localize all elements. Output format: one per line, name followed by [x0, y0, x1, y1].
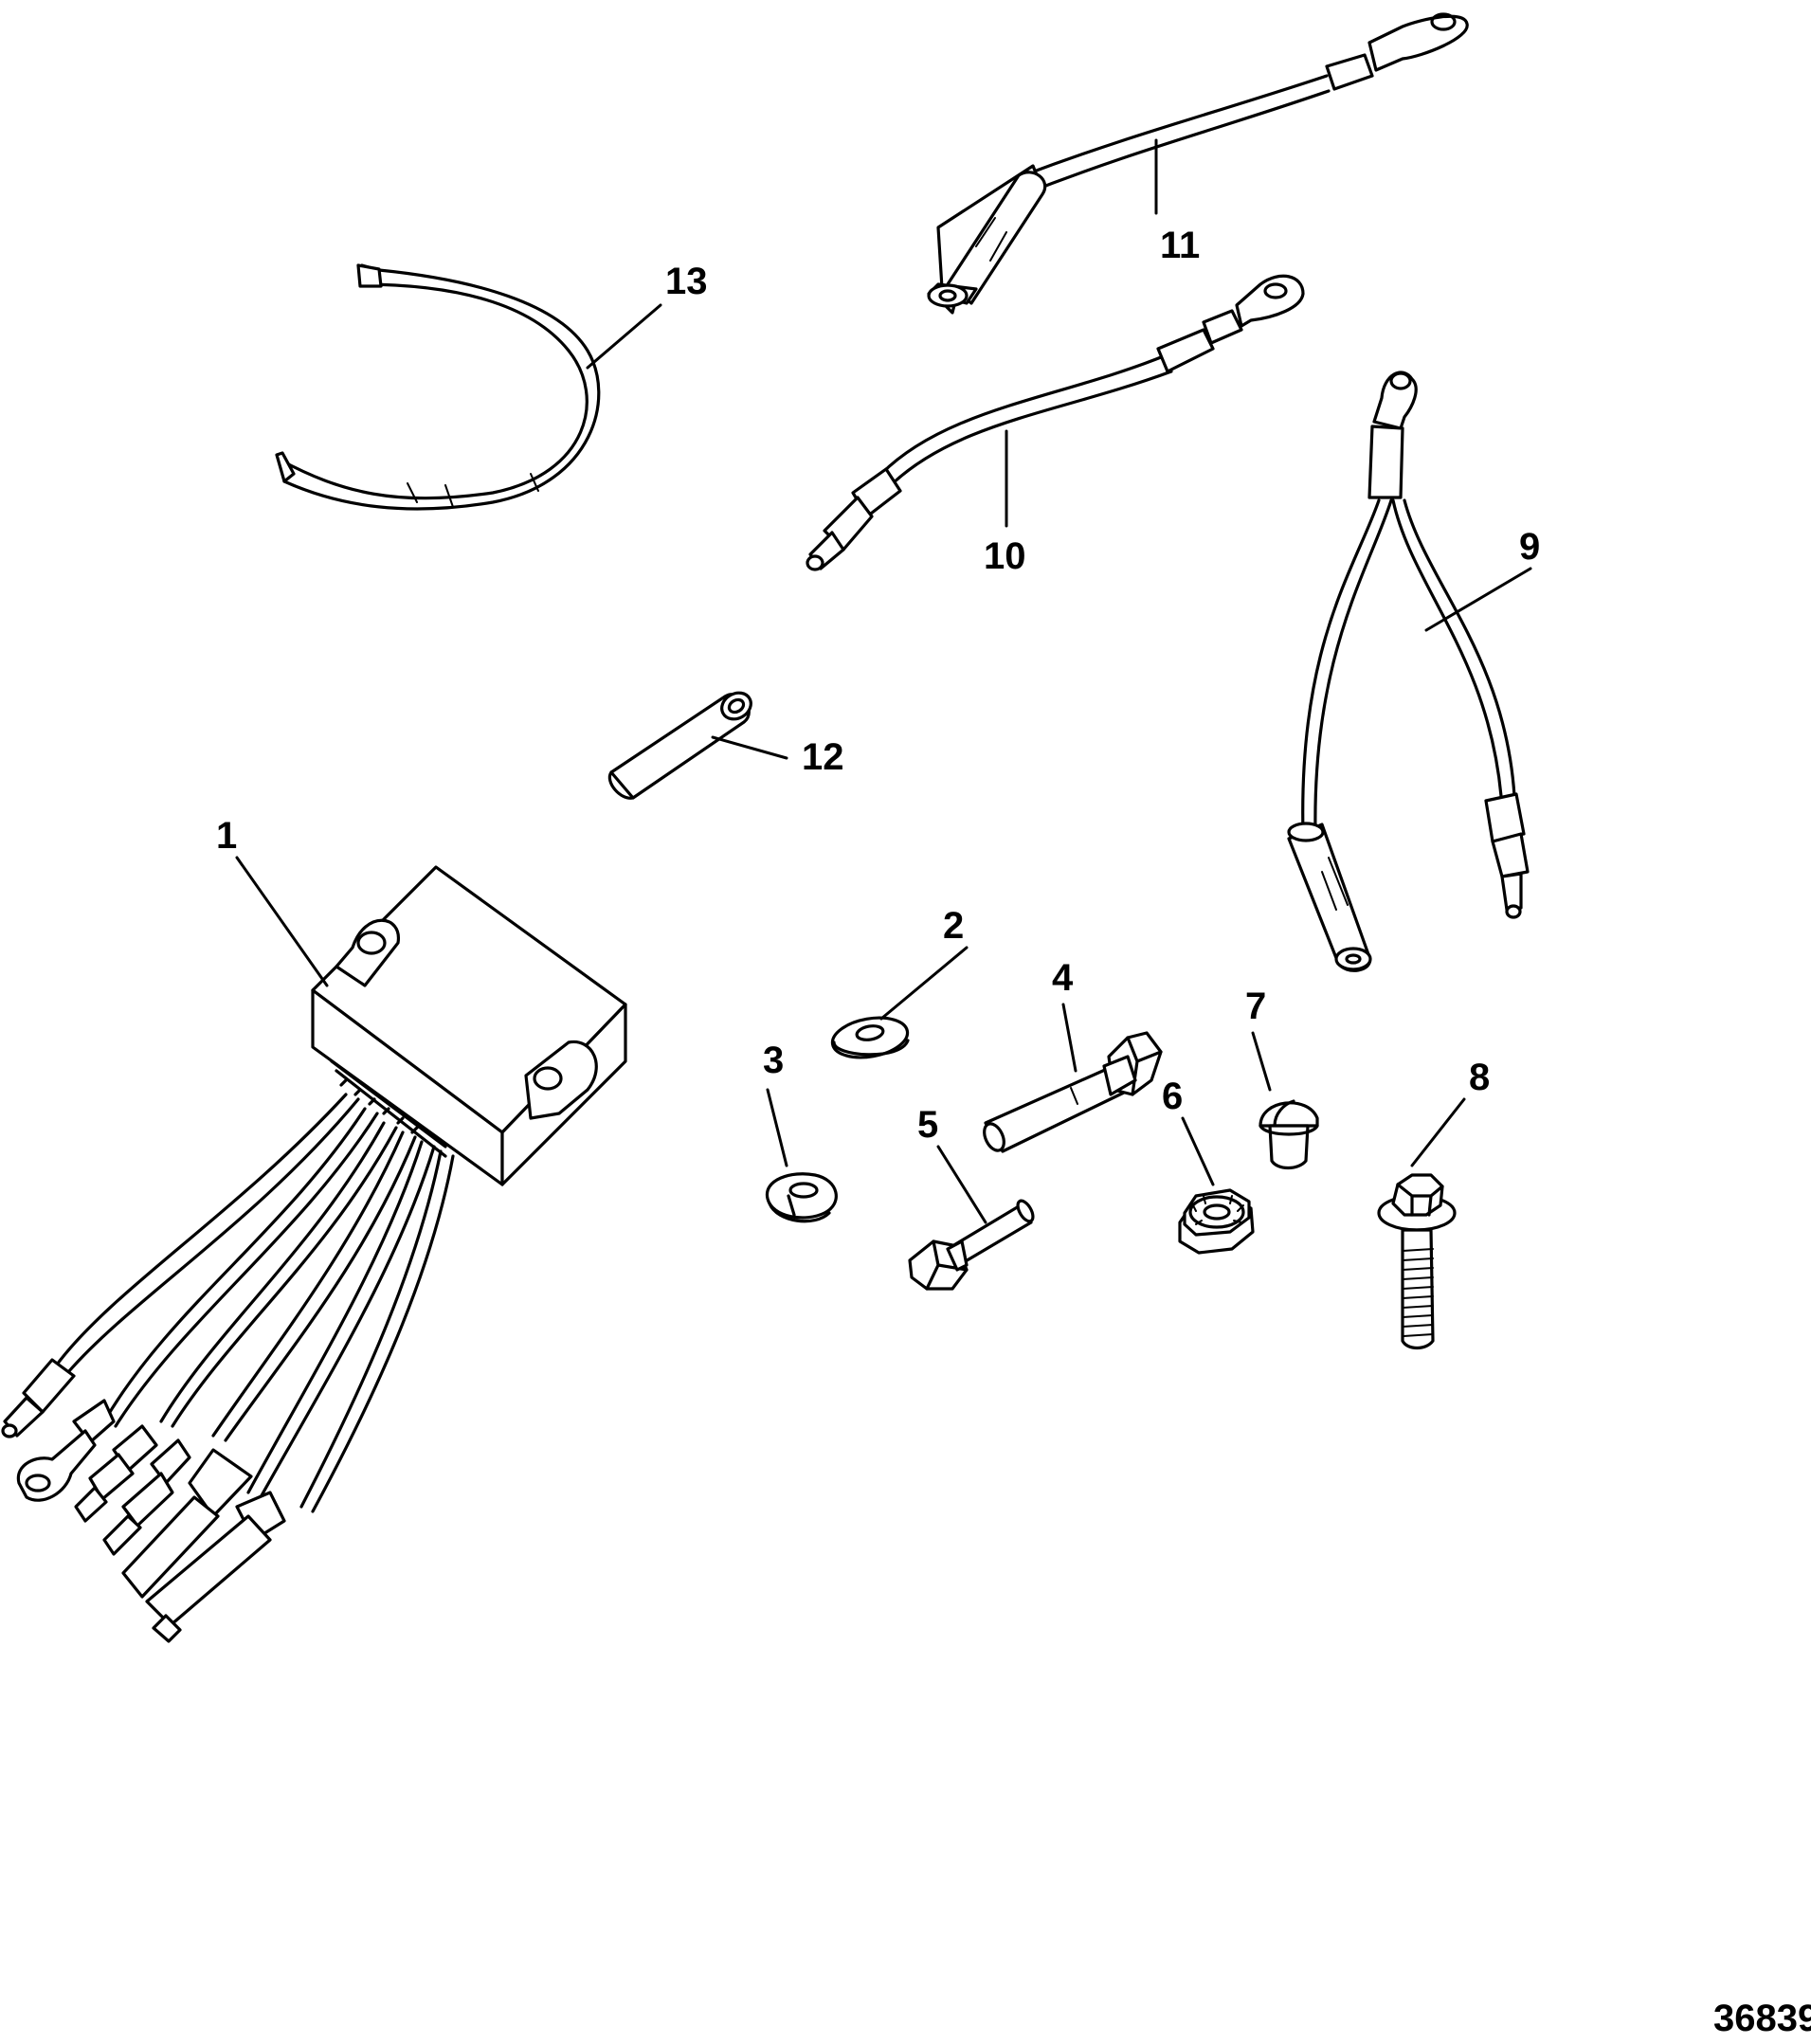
callout-10: 10 — [984, 535, 1026, 577]
part-9-harness — [1287, 371, 1530, 972]
callout-8: 8 — [1469, 1057, 1490, 1098]
part-7-rivet — [1259, 1099, 1319, 1170]
leader-8 — [1410, 1097, 1466, 1167]
part-12-sleeve — [607, 691, 752, 800]
leader-5 — [936, 1145, 987, 1224]
figure-number: 36839 — [1713, 1998, 1811, 2039]
part-3-lock-washer — [765, 1172, 838, 1223]
part-10-lead — [806, 274, 1305, 571]
part-1-regulator — [1, 865, 627, 1643]
callout-7: 7 — [1245, 986, 1266, 1027]
leader-2 — [879, 946, 969, 1021]
callout-11: 11 — [1160, 225, 1200, 266]
part-6-nut — [1178, 1188, 1255, 1255]
leader-3 — [766, 1088, 788, 1167]
callout-2: 2 — [943, 905, 964, 947]
part-13-strap — [275, 263, 601, 511]
leader-lines — [235, 138, 1532, 1224]
callout-3: 3 — [763, 1040, 784, 1081]
part-11-lead — [927, 12, 1469, 315]
callout-5: 5 — [917, 1104, 938, 1146]
part-4-bolt — [983, 1031, 1163, 1153]
callout-12: 12 — [802, 736, 844, 778]
callout-labels: 1 2 3 4 5 6 7 8 9 10 11 12 13 — [216, 225, 1540, 1146]
part-8-bolt — [1377, 1173, 1457, 1350]
leader-12 — [711, 735, 788, 760]
callout-9: 9 — [1519, 526, 1540, 568]
leader-9 — [1424, 567, 1532, 632]
callout-6: 6 — [1162, 1076, 1183, 1117]
callout-1: 1 — [216, 815, 237, 857]
leader-13 — [586, 303, 662, 370]
leader-6 — [1181, 1116, 1215, 1186]
leader-7 — [1251, 1031, 1272, 1092]
leader-1 — [235, 856, 329, 987]
callout-4: 4 — [1052, 957, 1074, 999]
part-2-washer — [830, 1016, 910, 1059]
part-5-bolt — [908, 1199, 1035, 1291]
callout-13: 13 — [665, 261, 708, 302]
leader-4 — [1061, 1003, 1078, 1073]
